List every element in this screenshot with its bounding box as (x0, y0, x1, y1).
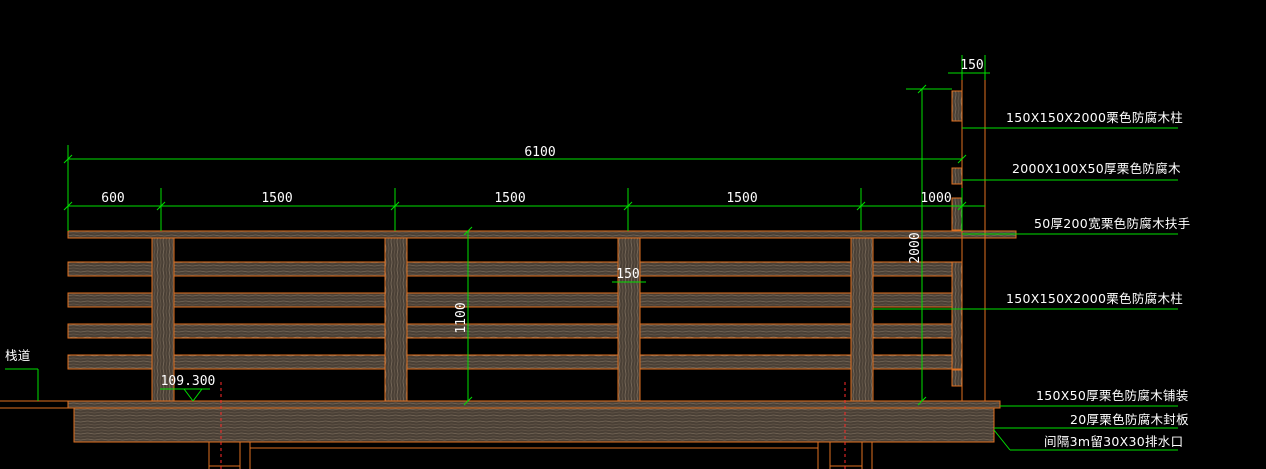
dimension-lines (5, 55, 990, 406)
label-drain: 间隔3m留30X30排水口 (1044, 434, 1183, 449)
leader-lines (873, 127, 1178, 451)
dim-height-rail: 1100 (454, 302, 469, 333)
slat-rails (67, 261, 963, 370)
decking-board (67, 400, 1001, 409)
dim-seg2: 1500 (261, 191, 292, 206)
label-walkway: 栈道 (5, 348, 31, 363)
foundation (0, 400, 995, 469)
dim-total: 6100 (524, 145, 555, 160)
label-post-mid: 150X150X2000栗色防腐木柱 (1006, 291, 1183, 306)
dim-seg1: 600 (101, 191, 124, 206)
dim-seg3: 1500 (494, 191, 525, 206)
dim-post-width-mid: 150 (616, 267, 639, 282)
label-seal-board: 20厚栗色防腐木封板 (1070, 412, 1189, 427)
elevation-label: 109.300 (161, 374, 216, 389)
label-post-top: 150X150X2000栗色防腐木柱 (1006, 110, 1183, 125)
center-lines (220, 382, 846, 469)
dim-height-post: 2000 (908, 232, 923, 263)
label-decking: 150X50厚栗色防腐木铺装 (1036, 388, 1189, 403)
label-slat: 2000X100X50厚栗色防腐木 (1012, 161, 1181, 176)
label-handrail: 50厚200宽栗色防腐木扶手 (1034, 216, 1190, 231)
dim-seg5: 1000 (920, 191, 951, 206)
dim-seg4: 1500 (726, 191, 757, 206)
railing-posts (151, 237, 963, 402)
dim-post-width-top: 150 (960, 58, 983, 73)
handrail-board (67, 230, 1017, 239)
